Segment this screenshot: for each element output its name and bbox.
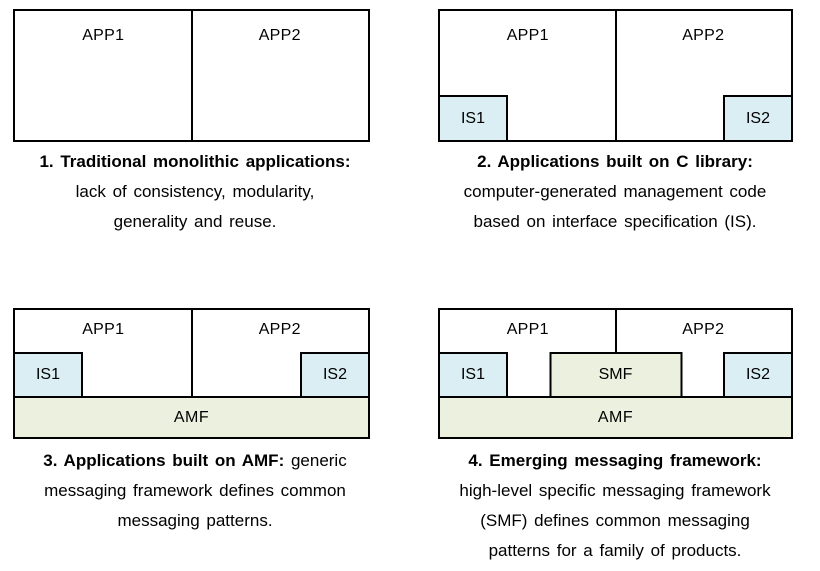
panel-4-diagram: APP1 APP2 IS1 SMF IS2 AMF <box>438 308 793 439</box>
panel-4-amf-label: AMF <box>597 408 634 426</box>
panel-3-caption-rest: generic <box>284 451 347 470</box>
panel-4-is2-box: IS2 <box>723 352 793 398</box>
panel-3-amf-bar: AMF <box>13 396 370 439</box>
panel-2-is1-label: IS1 <box>460 109 485 127</box>
panel-3-is2-box: IS2 <box>300 352 370 398</box>
panel-3-app2-label: APP2 <box>258 321 301 338</box>
panel-3-is1-box: IS1 <box>13 352 83 398</box>
panel-3-caption-line3: messaging patterns. <box>117 511 273 530</box>
panel-4-smf-label: SMF <box>598 366 633 383</box>
panel-4-caption-title: 4. Emerging messaging framework: <box>468 451 762 470</box>
panel-1-app2-label: APP2 <box>258 27 301 44</box>
panel-1-caption-title: 1. Traditional monolithic applications: <box>39 152 351 171</box>
panel-3-caption-line1: 3. Applications built on AMF: generic <box>0 446 395 476</box>
panel-3-is2-label: IS2 <box>322 366 347 383</box>
panel-4-is1-box: IS1 <box>438 352 508 398</box>
panel-2-caption-line3: based on interface specification (IS). <box>473 212 757 231</box>
panel-4-app1-label: APP1 <box>506 321 549 338</box>
panel-4-app2-label: APP2 <box>682 321 725 338</box>
panel-3-diagram: APP1 APP2 IS1 IS2 AMF <box>13 308 370 439</box>
panel-2-caption: 2. Applications built on C library: comp… <box>415 147 815 237</box>
panel-2-is1-box: IS1 <box>438 95 508 142</box>
panel-4-caption-line3: (SMF) defines common messaging <box>480 511 750 530</box>
panel-4-caption-line2: high-level specific messaging framework <box>459 481 771 500</box>
panel-2-app2-label: APP2 <box>682 27 725 44</box>
panel-3-caption-line2: messaging framework defines common <box>44 481 346 500</box>
panel-2-app1-label: APP1 <box>506 27 549 44</box>
panel-1-app1-label: APP1 <box>82 27 125 44</box>
panel-3-is1-label: IS1 <box>35 366 60 383</box>
panel-1-caption: 1. Traditional monolithic applications: … <box>0 147 395 237</box>
panel-4-caption: 4. Emerging messaging framework: high-le… <box>415 446 815 566</box>
panel-3-caption-title: 3. Applications built on AMF: <box>43 451 285 470</box>
panel-2-is2-box: IS2 <box>723 95 793 142</box>
panel-4-app-divider <box>614 310 617 354</box>
panel-2-app-divider <box>614 11 617 140</box>
panel-2-caption-title: 2. Applications built on C library: <box>477 152 753 171</box>
panel-3-app-divider <box>190 310 193 396</box>
panel-1-caption-line3: generality and reuse. <box>113 212 277 231</box>
panel-4-is2-label: IS2 <box>745 366 770 383</box>
panel-3-caption: 3. Applications built on AMF: generic me… <box>0 446 395 536</box>
panel-4-is1-label: IS1 <box>460 366 485 383</box>
panel-2-diagram: APP1 APP2 IS1 IS2 <box>438 9 793 142</box>
panel-4-smf-box: SMF <box>549 352 682 398</box>
panel-2-is2-label: IS2 <box>745 109 770 127</box>
panel-4-amf-bar: AMF <box>438 396 793 439</box>
panel-3-app1-label: APP1 <box>82 321 125 338</box>
panel-2-caption-line2: computer-generated management code <box>463 182 767 201</box>
panel-4-caption-line4: patterns for a family of products. <box>488 541 742 560</box>
panel-1-caption-line2: lack of consistency, modularity, <box>75 182 315 201</box>
panel-1-diagram: APP1 APP2 <box>13 9 370 142</box>
panel-3-amf-label: AMF <box>173 408 210 426</box>
panel-1-app-divider <box>190 11 193 140</box>
